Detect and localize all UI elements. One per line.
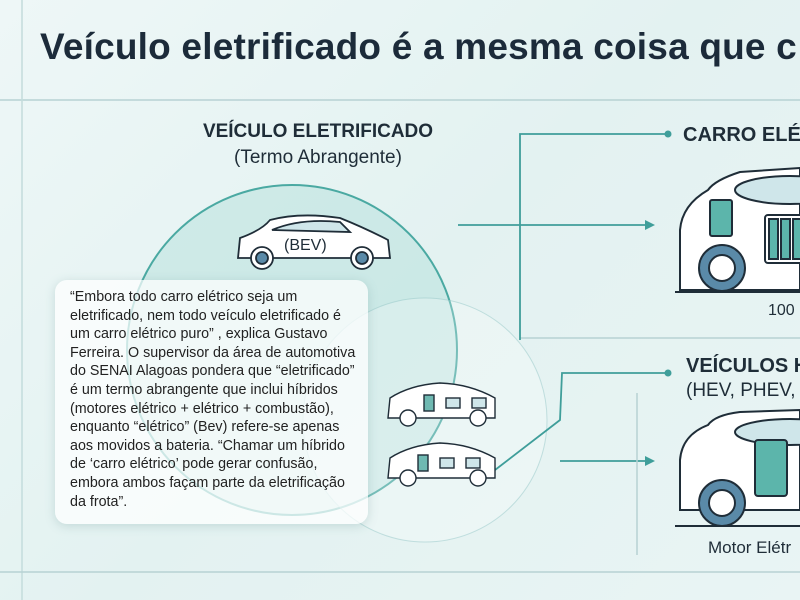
hybrid-caption: Motor Elétr	[708, 538, 792, 557]
electrified-heading: VEÍCULO ELETRIFICADO	[202, 121, 434, 142]
hybrid-car-icon	[387, 382, 496, 427]
arrow-icon	[645, 456, 655, 466]
electrified-subheading: (Termo Abrangente)	[234, 147, 402, 168]
connectors	[458, 133, 666, 471]
page-title: Veículo eletrificado é a mesma coisa que…	[40, 26, 797, 67]
hybrid-subheading: (HEV, PHEV,	[686, 380, 796, 401]
hybrid-car-icon	[387, 442, 496, 487]
quote-box: “Embora todo carro elétrico seja um elet…	[55, 280, 368, 524]
connector-dot	[664, 130, 672, 138]
arrow-icon	[645, 220, 655, 230]
hybrid-heading: VEÍCULOS H	[686, 355, 800, 377]
bev-label: (BEV)	[284, 237, 327, 254]
car-icon	[237, 214, 392, 270]
electric-car-illustration	[675, 166, 800, 293]
connector-dot	[664, 369, 672, 377]
electric-car-caption: 100	[768, 302, 795, 319]
hybrid-car-illustration	[675, 408, 800, 527]
electric-car-heading: CARRO ELÉT	[683, 124, 800, 146]
